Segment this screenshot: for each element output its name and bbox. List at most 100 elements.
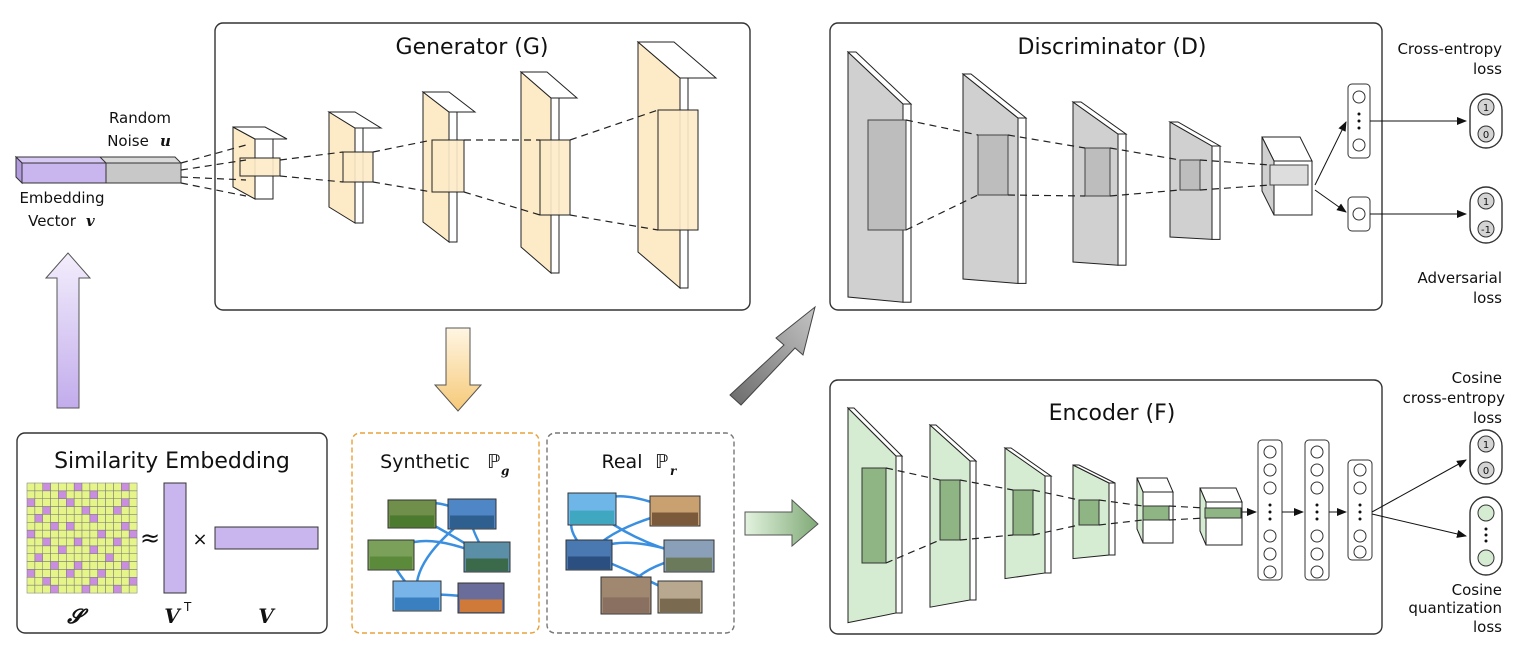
- matrix-cell: [50, 514, 59, 523]
- matrix-cell: [26, 522, 36, 531]
- matrix-cell: [42, 506, 51, 515]
- matrix-cell: [121, 522, 130, 531]
- gray-diagonal-arrow: [729, 305, 816, 406]
- matrix-cell: [26, 537, 36, 547]
- matrix-cell: [34, 569, 44, 578]
- matrix-cell: [97, 482, 106, 492]
- matrix-cell: [26, 561, 36, 570]
- matrix-cell: [34, 498, 44, 507]
- matrix-cell: [50, 545, 59, 555]
- matrix-cell: [105, 522, 114, 531]
- matrix-cell: [81, 553, 91, 562]
- matrix-cell: [97, 553, 106, 562]
- noise-vector-block: [105, 162, 182, 184]
- matrix-cell: [105, 506, 114, 515]
- matrix-cell: [66, 482, 75, 492]
- matrix-cell: [113, 529, 122, 539]
- matrix-cell: [73, 506, 83, 515]
- matrix-cell: [89, 514, 99, 523]
- matrix-cell: [113, 498, 122, 507]
- matrix-cell: [97, 537, 106, 547]
- matrix-cell: [128, 577, 138, 586]
- matrix-cell: [128, 561, 138, 570]
- vt-matrix: [163, 482, 187, 594]
- matrix-cell: [26, 514, 36, 523]
- matrix-cell: [81, 498, 91, 507]
- matrix-cell: [73, 522, 83, 531]
- matrix-cell: [105, 561, 114, 570]
- matrix-cell: [42, 522, 51, 531]
- discriminator-layer-2: [961, 72, 1028, 284]
- matrix-cell: [66, 545, 75, 555]
- matrix-cell: [66, 506, 75, 515]
- matrix-cell: [34, 506, 44, 515]
- matrix-cell: [128, 506, 138, 515]
- matrix-cell: [58, 577, 67, 586]
- matrix-cell: [97, 545, 106, 555]
- matrix-cell: [128, 529, 138, 539]
- matrix-cell: [113, 522, 122, 531]
- encoder-layer-6: [1199, 487, 1243, 546]
- similarity-matrix: [26, 482, 138, 594]
- matrix-cell: [128, 522, 138, 531]
- matrix-cell: [105, 490, 114, 500]
- matrix-cell: [105, 482, 114, 492]
- matrix-cell: [34, 490, 44, 500]
- matrix-cell: [121, 490, 130, 500]
- matrix-cell: [105, 545, 114, 555]
- matrix-cell: [34, 482, 44, 492]
- matrix-cell: [58, 561, 67, 570]
- matrix-cell: [113, 490, 122, 500]
- embedding-label-line2: Vector: [28, 212, 77, 230]
- generator-layers: [232, 40, 718, 290]
- matrix-cell: [73, 545, 83, 555]
- matrix-cell: [42, 482, 51, 492]
- matrix-cell: [89, 506, 99, 515]
- matrix-cell: [42, 498, 51, 507]
- enc-output-top: 1: [1483, 440, 1489, 451]
- approx-symbol: ≈: [140, 524, 160, 552]
- matrix-cell: [34, 537, 44, 547]
- matrix-cell: [58, 529, 67, 539]
- real-panel: Real ℙ r: [546, 432, 735, 634]
- encoder-fc-3: [1347, 459, 1373, 561]
- matrix-cell: [81, 577, 91, 586]
- matrix-cell: [50, 553, 59, 562]
- matrix-cell: [50, 482, 59, 492]
- synthetic-image-3: [367, 539, 415, 571]
- discriminator-panel: Discriminator (D): [829, 22, 1383, 311]
- matrix-cell: [26, 545, 36, 555]
- embedding-label-line1: Embedding: [19, 189, 104, 207]
- enc-output-bottom: 0: [1483, 466, 1489, 477]
- synthetic-image-2: [447, 498, 497, 530]
- synthetic-sub: g: [501, 464, 509, 478]
- embedding-var: v: [86, 212, 95, 230]
- matrix-cell: [58, 498, 67, 507]
- synthetic-image-graph: [367, 498, 511, 614]
- matrix-cell: [58, 545, 67, 555]
- matrix-cell: [26, 529, 36, 539]
- matrix-cell: [73, 561, 83, 570]
- matrix-cell: [81, 522, 91, 531]
- vt-sup: T: [183, 600, 192, 614]
- matrix-cell: [50, 498, 59, 507]
- matrix-cell: [121, 498, 130, 507]
- matrix-cell: [42, 569, 51, 578]
- adv-loss-line1: Adversarial: [1418, 269, 1503, 287]
- real-image-5: [600, 576, 652, 615]
- matrix-cell: [42, 514, 51, 523]
- matrix-cell: [105, 577, 114, 586]
- encoder-layer-5: [1136, 477, 1174, 544]
- matrix-cell: [81, 490, 91, 500]
- matrix-cell: [105, 537, 114, 547]
- matrix-cell: [50, 584, 59, 594]
- matrix-cell: [113, 577, 122, 586]
- matrix-cell: [42, 584, 51, 594]
- matrix-cell: [121, 577, 130, 586]
- real-image-6: [657, 580, 703, 614]
- matrix-cell: [128, 498, 138, 507]
- matrix-cell: [26, 584, 36, 594]
- synthetic-image-4: [463, 541, 511, 573]
- generator-layer-5: [636, 40, 718, 290]
